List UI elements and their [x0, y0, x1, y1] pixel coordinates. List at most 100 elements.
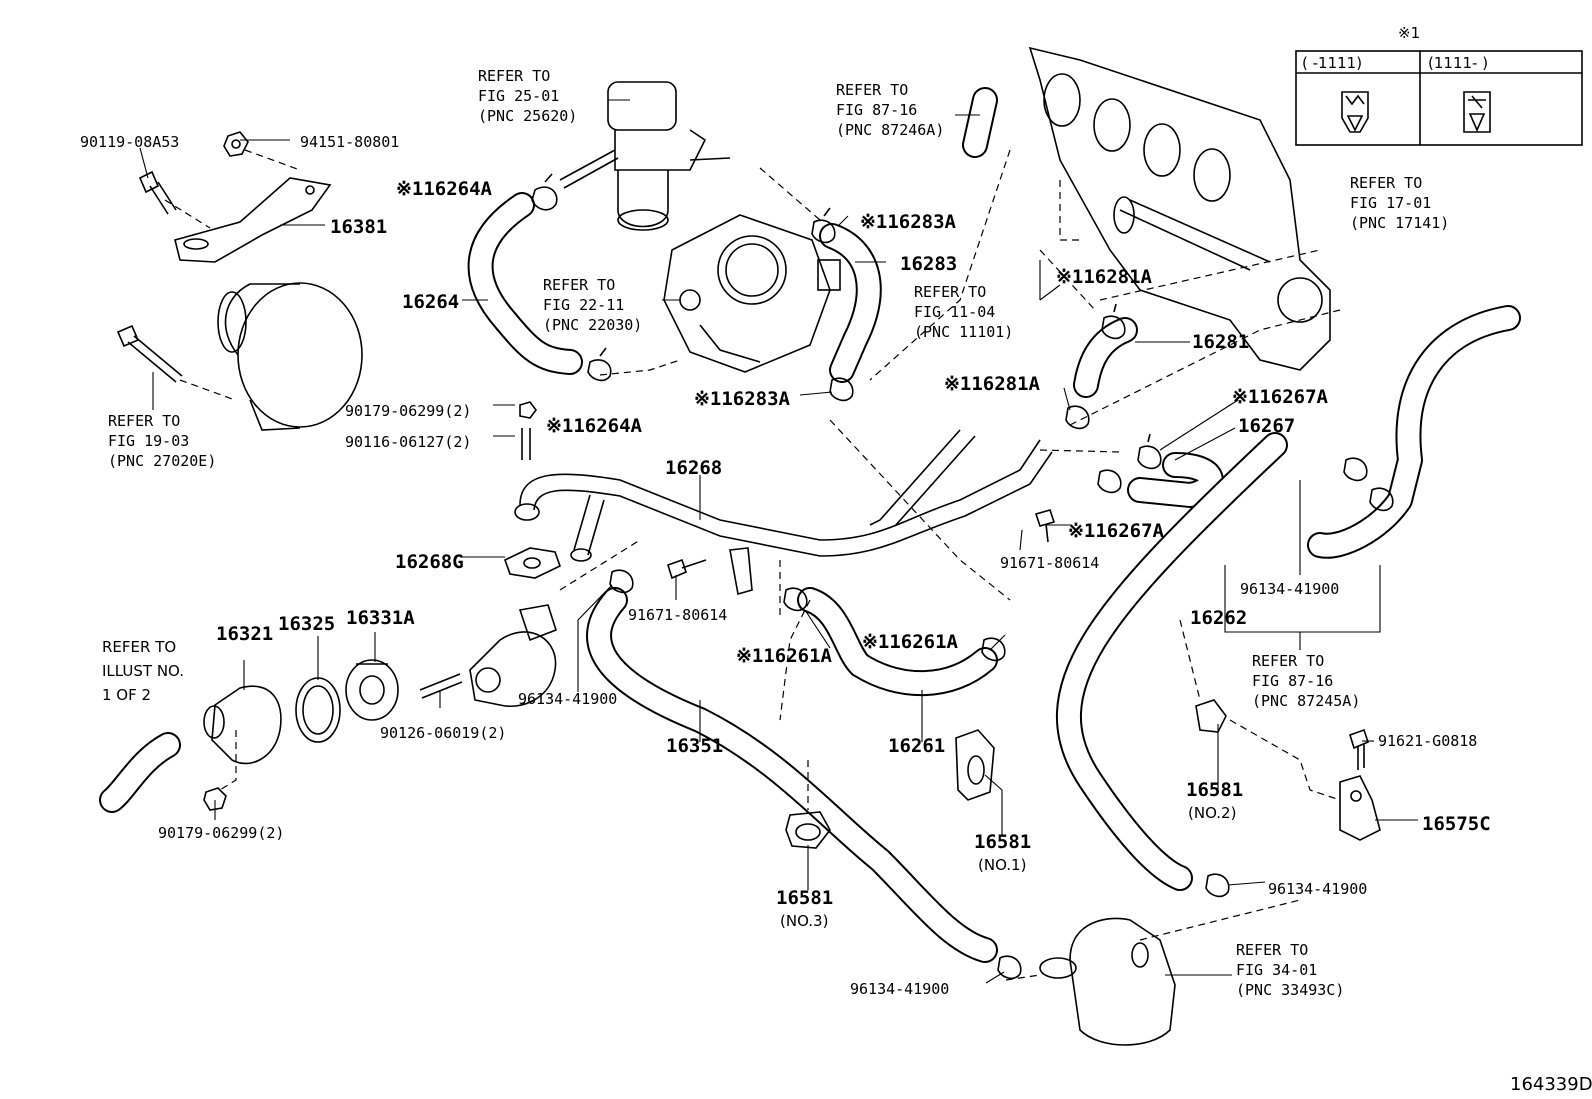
label-16581-no1: 16581 — [974, 831, 1031, 853]
label-16581-no1-sub: (NO.1) — [978, 856, 1026, 874]
hose-16262 — [1055, 305, 1521, 891]
clamp-16581-no3 — [785, 811, 831, 849]
thermostat-16331A — [345, 659, 399, 721]
label-16262: 16262 — [1190, 607, 1247, 629]
pipe-16268 — [514, 429, 1053, 562]
label-91621-G0818: 91621-G0818 — [1378, 732, 1477, 750]
refer-illust-line1: REFER TO — [102, 638, 176, 656]
throttle-body-fig22 — [663, 214, 841, 373]
label-90119-08A53: 90119-08A53 — [80, 133, 179, 151]
hose-16351 — [586, 587, 998, 963]
label-91671-80614-right: 91671-80614 — [1000, 554, 1099, 572]
clamp-16264A-bottom — [587, 347, 612, 382]
label-16351: 16351 — [666, 735, 723, 757]
label-16581-no3: 16581 — [776, 887, 833, 909]
label-91671-80614-left: 91671-80614 — [628, 606, 727, 624]
ref-fig22-line1: REFER TO — [543, 276, 615, 294]
label-16281: 16281 — [1192, 331, 1249, 353]
label-16381: 16381 — [330, 216, 387, 238]
legend-col-left: ( -1111) — [1302, 54, 1362, 72]
legend-box — [1295, 50, 1583, 146]
legend-marker: ※1 — [1398, 24, 1420, 42]
ref-fig19-line3: (PNC 27020E) — [108, 452, 216, 470]
ref-fig17-line3: (PNC 17141) — [1350, 214, 1449, 232]
clamp-16264A-top — [531, 173, 558, 211]
hose-illust-1-of-2 — [99, 732, 181, 813]
legend-col-right: (1111- ) — [1428, 54, 1488, 72]
label-90179-06299-lower: 90179-06299(2) — [158, 824, 284, 842]
stud-90116-06127 — [521, 428, 531, 460]
label-16283A-bottom: ※116283A — [694, 388, 791, 410]
label-16321: 16321 — [216, 623, 273, 645]
label-96134-41900-top: 96134-41900 — [1240, 580, 1339, 598]
ref-fig17-line2: FIG 17-01 — [1350, 194, 1431, 212]
clamp-16267A-bottom — [1097, 469, 1122, 494]
hose-16283 — [819, 223, 882, 383]
hose-16281 — [1073, 317, 1138, 398]
label-16281A-bottom: ※116281A — [944, 373, 1041, 395]
label-16581-no2-sub: (NO.2) — [1188, 804, 1236, 822]
water-pump-assembly — [217, 282, 363, 431]
ref-fig25-line2: FIG 25-01 — [478, 87, 559, 105]
egr-valve-fig25 — [559, 81, 731, 231]
bolt-91671-80614-b — [1034, 509, 1056, 543]
ref-fig87-bot-line3: (PNC 87245A) — [1252, 692, 1360, 710]
ref-fig22-line2: FIG 22-11 — [543, 296, 624, 314]
label-16581-no2: 16581 — [1186, 779, 1243, 801]
ref-fig87-top-line3: (PNC 87246A) — [836, 121, 944, 139]
label-16264: 16264 — [402, 291, 459, 313]
refer-illust-line2: ILLUST NO. — [102, 662, 184, 680]
bracket-16575C — [1339, 775, 1381, 841]
bracket-pipe-16268 — [729, 547, 753, 596]
diagram-id: 164339D — [1510, 1074, 1592, 1095]
label-16268: 16268 — [665, 457, 722, 479]
label-96134-41900-left: 96134-41900 — [518, 690, 617, 708]
label-16261A-left: ※116261A — [736, 645, 833, 667]
clamp-16281A-bottom — [1065, 405, 1090, 430]
label-16325: 16325 — [278, 613, 335, 635]
clip-type-a-icon — [1341, 91, 1369, 133]
label-90116-06127: 90116-06127(2) — [345, 433, 471, 451]
label-16261: 16261 — [888, 735, 945, 757]
label-16264A-bottom: ※116264A — [546, 415, 643, 437]
clamp-96134-bottom — [997, 955, 1022, 980]
ref-fig34-line1: REFER TO — [1236, 941, 1308, 959]
nut-94151-80801 — [223, 131, 249, 157]
label-16267A-top: ※116267A — [1232, 386, 1329, 408]
clamp-16261A-right — [981, 637, 1006, 662]
label-16331A: 16331A — [346, 607, 415, 629]
applicability-legend: ※1 ( -1111) (1111- ) — [1295, 24, 1583, 146]
bolt-91621-G0818 — [1349, 728, 1369, 770]
clamp-16281A-top — [1101, 303, 1126, 340]
hose-16267 — [1127, 452, 1224, 508]
bolt-90119-08A53 — [138, 170, 177, 215]
water-outlet-housing — [469, 604, 557, 707]
ref-fig19-line2: FIG 19-03 — [108, 432, 189, 450]
label-90179-06299-upper: 90179-06299(2) — [345, 402, 471, 420]
stud-90126-06019 — [419, 673, 463, 699]
bolt-91671-80614-a — [667, 558, 707, 580]
ref-fig25-line3: (PNC 25620) — [478, 107, 577, 125]
clamp-16283A-top — [811, 207, 836, 244]
ref-fig87-top-line1: REFER TO — [836, 81, 908, 99]
ref-fig11-line3: (PNC 11101) — [914, 323, 1013, 341]
ref-fig25-line1: REFER TO — [478, 67, 550, 85]
oil-cooler-fig34 — [1039, 917, 1176, 1046]
label-96134-41900-right: 96134-41900 — [1268, 880, 1367, 898]
clamp-96134-top-right — [1343, 457, 1394, 512]
clamp-16581-no1 — [955, 729, 995, 801]
ref-fig11-line1: REFER TO — [914, 283, 986, 301]
label-94151-80801: 94151-80801 — [300, 133, 399, 151]
label-16283A-top: ※116283A — [860, 211, 957, 233]
clamp-16267A-top — [1137, 433, 1162, 470]
ref-fig34-line2: FIG 34-01 — [1236, 961, 1317, 979]
label-16267: 16267 — [1238, 415, 1295, 437]
hose-16264 — [467, 192, 583, 375]
intake-manifold-fig17 — [1028, 46, 1331, 371]
label-16283: 16283 — [900, 253, 957, 275]
nut-90179-06299-lower — [203, 787, 227, 811]
clip-type-b-icon — [1463, 91, 1491, 133]
refer-illust-line3: 1 OF 2 — [102, 686, 151, 704]
gasket-16325 — [295, 677, 341, 743]
